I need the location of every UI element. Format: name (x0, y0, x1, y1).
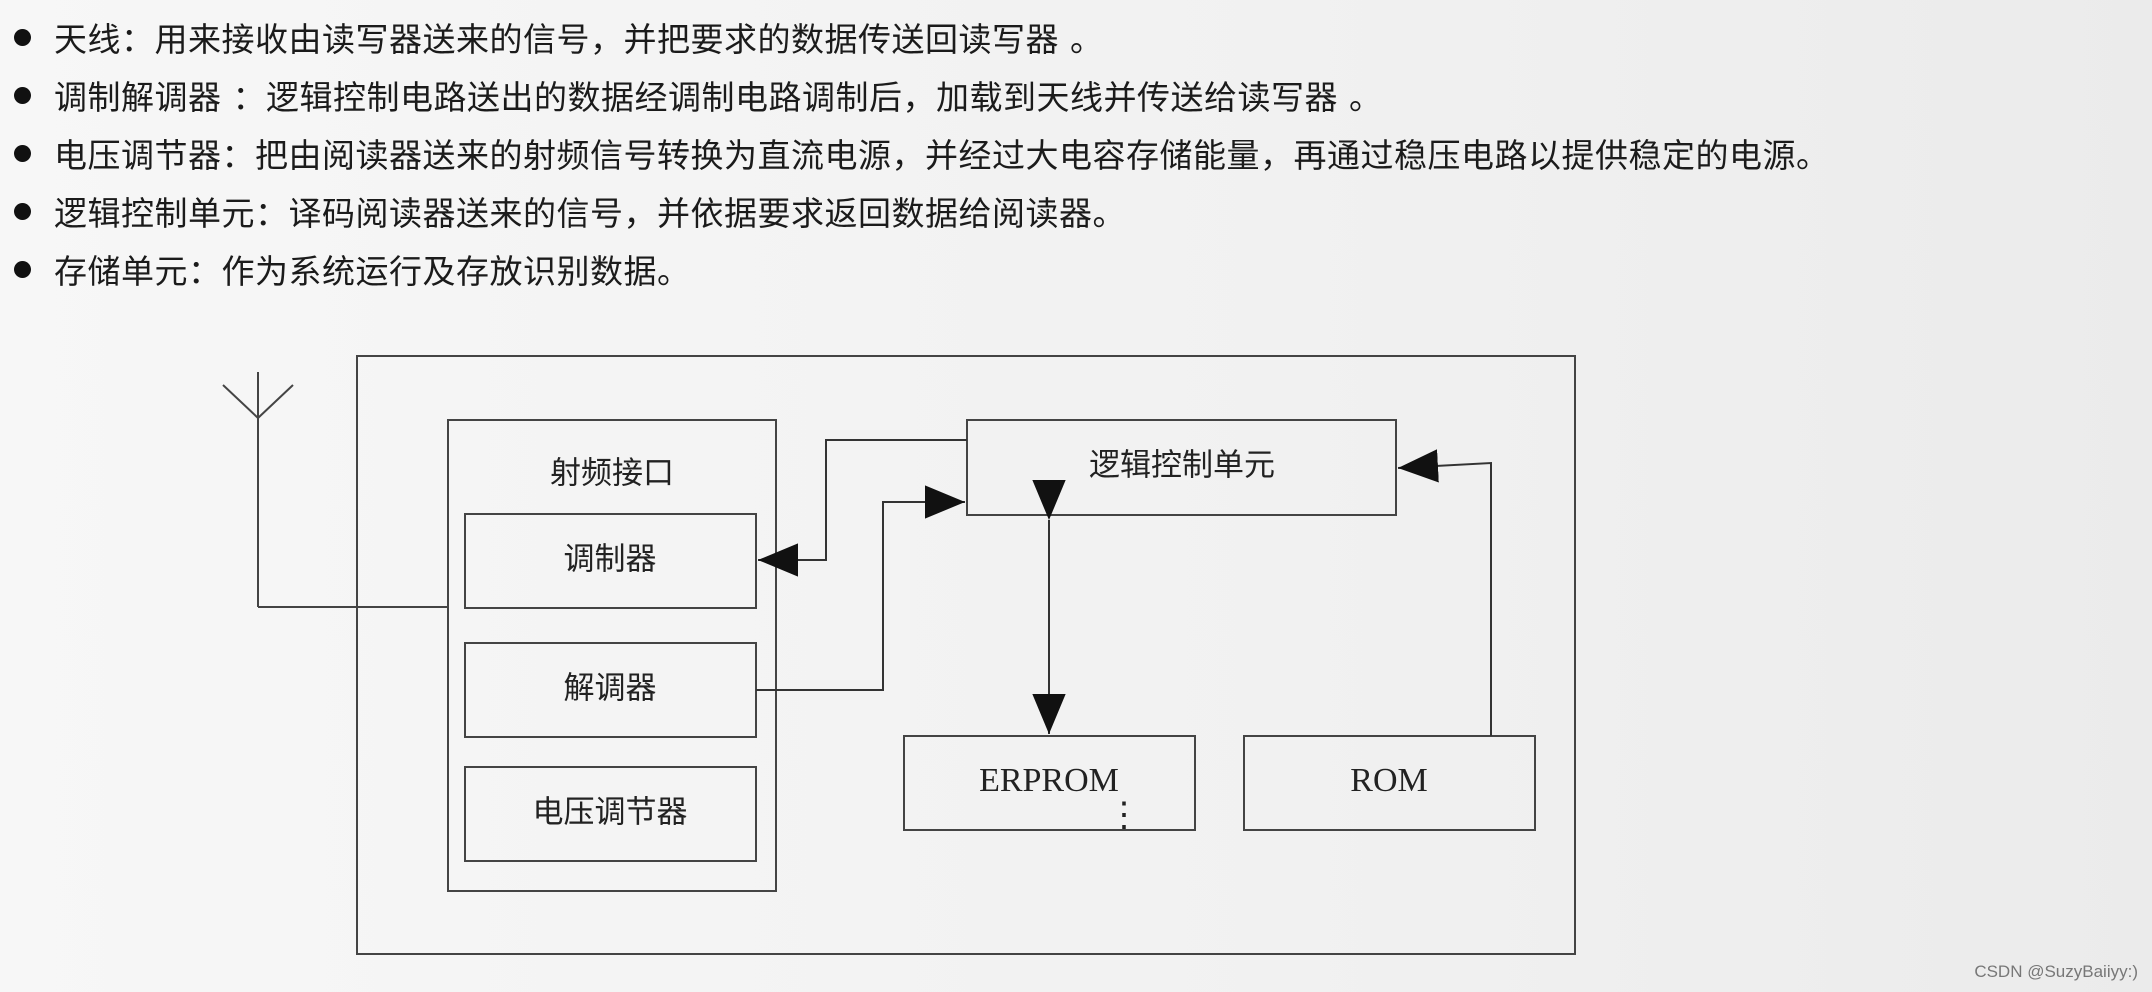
rom-box (1243, 735, 1536, 831)
voltage-regulator-box (464, 766, 757, 862)
rom-label: ROM (1350, 762, 1427, 799)
logic-control-label: 逻辑控制单元 (1089, 448, 1275, 484)
bullet-dot (14, 28, 31, 46)
bullet-text: 天线：用来接收由读写器送来的信号，并把要求的数据传送回读写器 。 (54, 20, 1104, 59)
logic-to-modulator-arrow (758, 439, 967, 577)
rf-interface-box (447, 419, 777, 892)
demodulator-to-logic-arrow (756, 485, 965, 691)
rom-to-logic-arrow (1397, 449, 1492, 736)
modulator-label: 调制器 (564, 542, 657, 578)
bullet-list: 天线：用来接收由读写器送来的信号，并把要求的数据传送回读写器 。 调制解调器 ：… (14, 8, 1830, 298)
erprom-label: ERPROM (979, 762, 1119, 799)
watermark: CSDN @SuzyBaiiyy:) (1974, 962, 2138, 981)
bullet-voltage-regulator: 电压调节器：把由阅读器送来的射频信号转换为直流电源，并经过大电容存储能量，再通过… (14, 124, 1830, 182)
voltage-regulator-label: 电压调节器 (533, 795, 688, 831)
rf-interface-label: 射频接口 (550, 456, 674, 492)
bullet-text: 电压调节器：把由阅读器送来的射频信号转换为直流电源，并经过大电容存储能量，再通过… (54, 136, 1830, 175)
bullet-logic-control: 逻辑控制单元：译码阅读器送来的信号，并依据要求返回数据给阅读器。 (14, 182, 1830, 240)
bullet-modem: 调制解调器 ：逻辑控制电路送出的数据经调制电路调制后，加载到天线并传送给读写器 … (14, 66, 1830, 124)
bullet-dot (14, 260, 31, 278)
erprom-box (903, 735, 1196, 831)
bullet-dot (14, 202, 31, 220)
bullet-text: 存储单元：作为系统运行及存放识别数据。 (54, 252, 691, 291)
bullet-antenna: 天线：用来接收由读写器送来的信号，并把要求的数据传送回读写器 。 (14, 8, 1830, 66)
bullet-storage: 存储单元：作为系统运行及存放识别数据。 (14, 240, 1830, 298)
bullet-dot (14, 86, 31, 104)
bullet-dot (14, 144, 31, 162)
bullet-text: 调制解调器 ：逻辑控制电路送出的数据经调制电路调制后，加载到天线并传送给读写器 … (54, 78, 1383, 117)
bullet-text: 逻辑控制单元：译码阅读器送来的信号，并依据要求返回数据给阅读器。 (54, 194, 1126, 233)
erprom-more-dots: ⋮ (1107, 797, 1141, 834)
tag-enclosure (356, 355, 1576, 955)
antenna-icon (222, 372, 448, 608)
logic-control-box (966, 419, 1397, 516)
modulator-box (464, 513, 757, 609)
demodulator-label: 解调器 (564, 671, 657, 707)
